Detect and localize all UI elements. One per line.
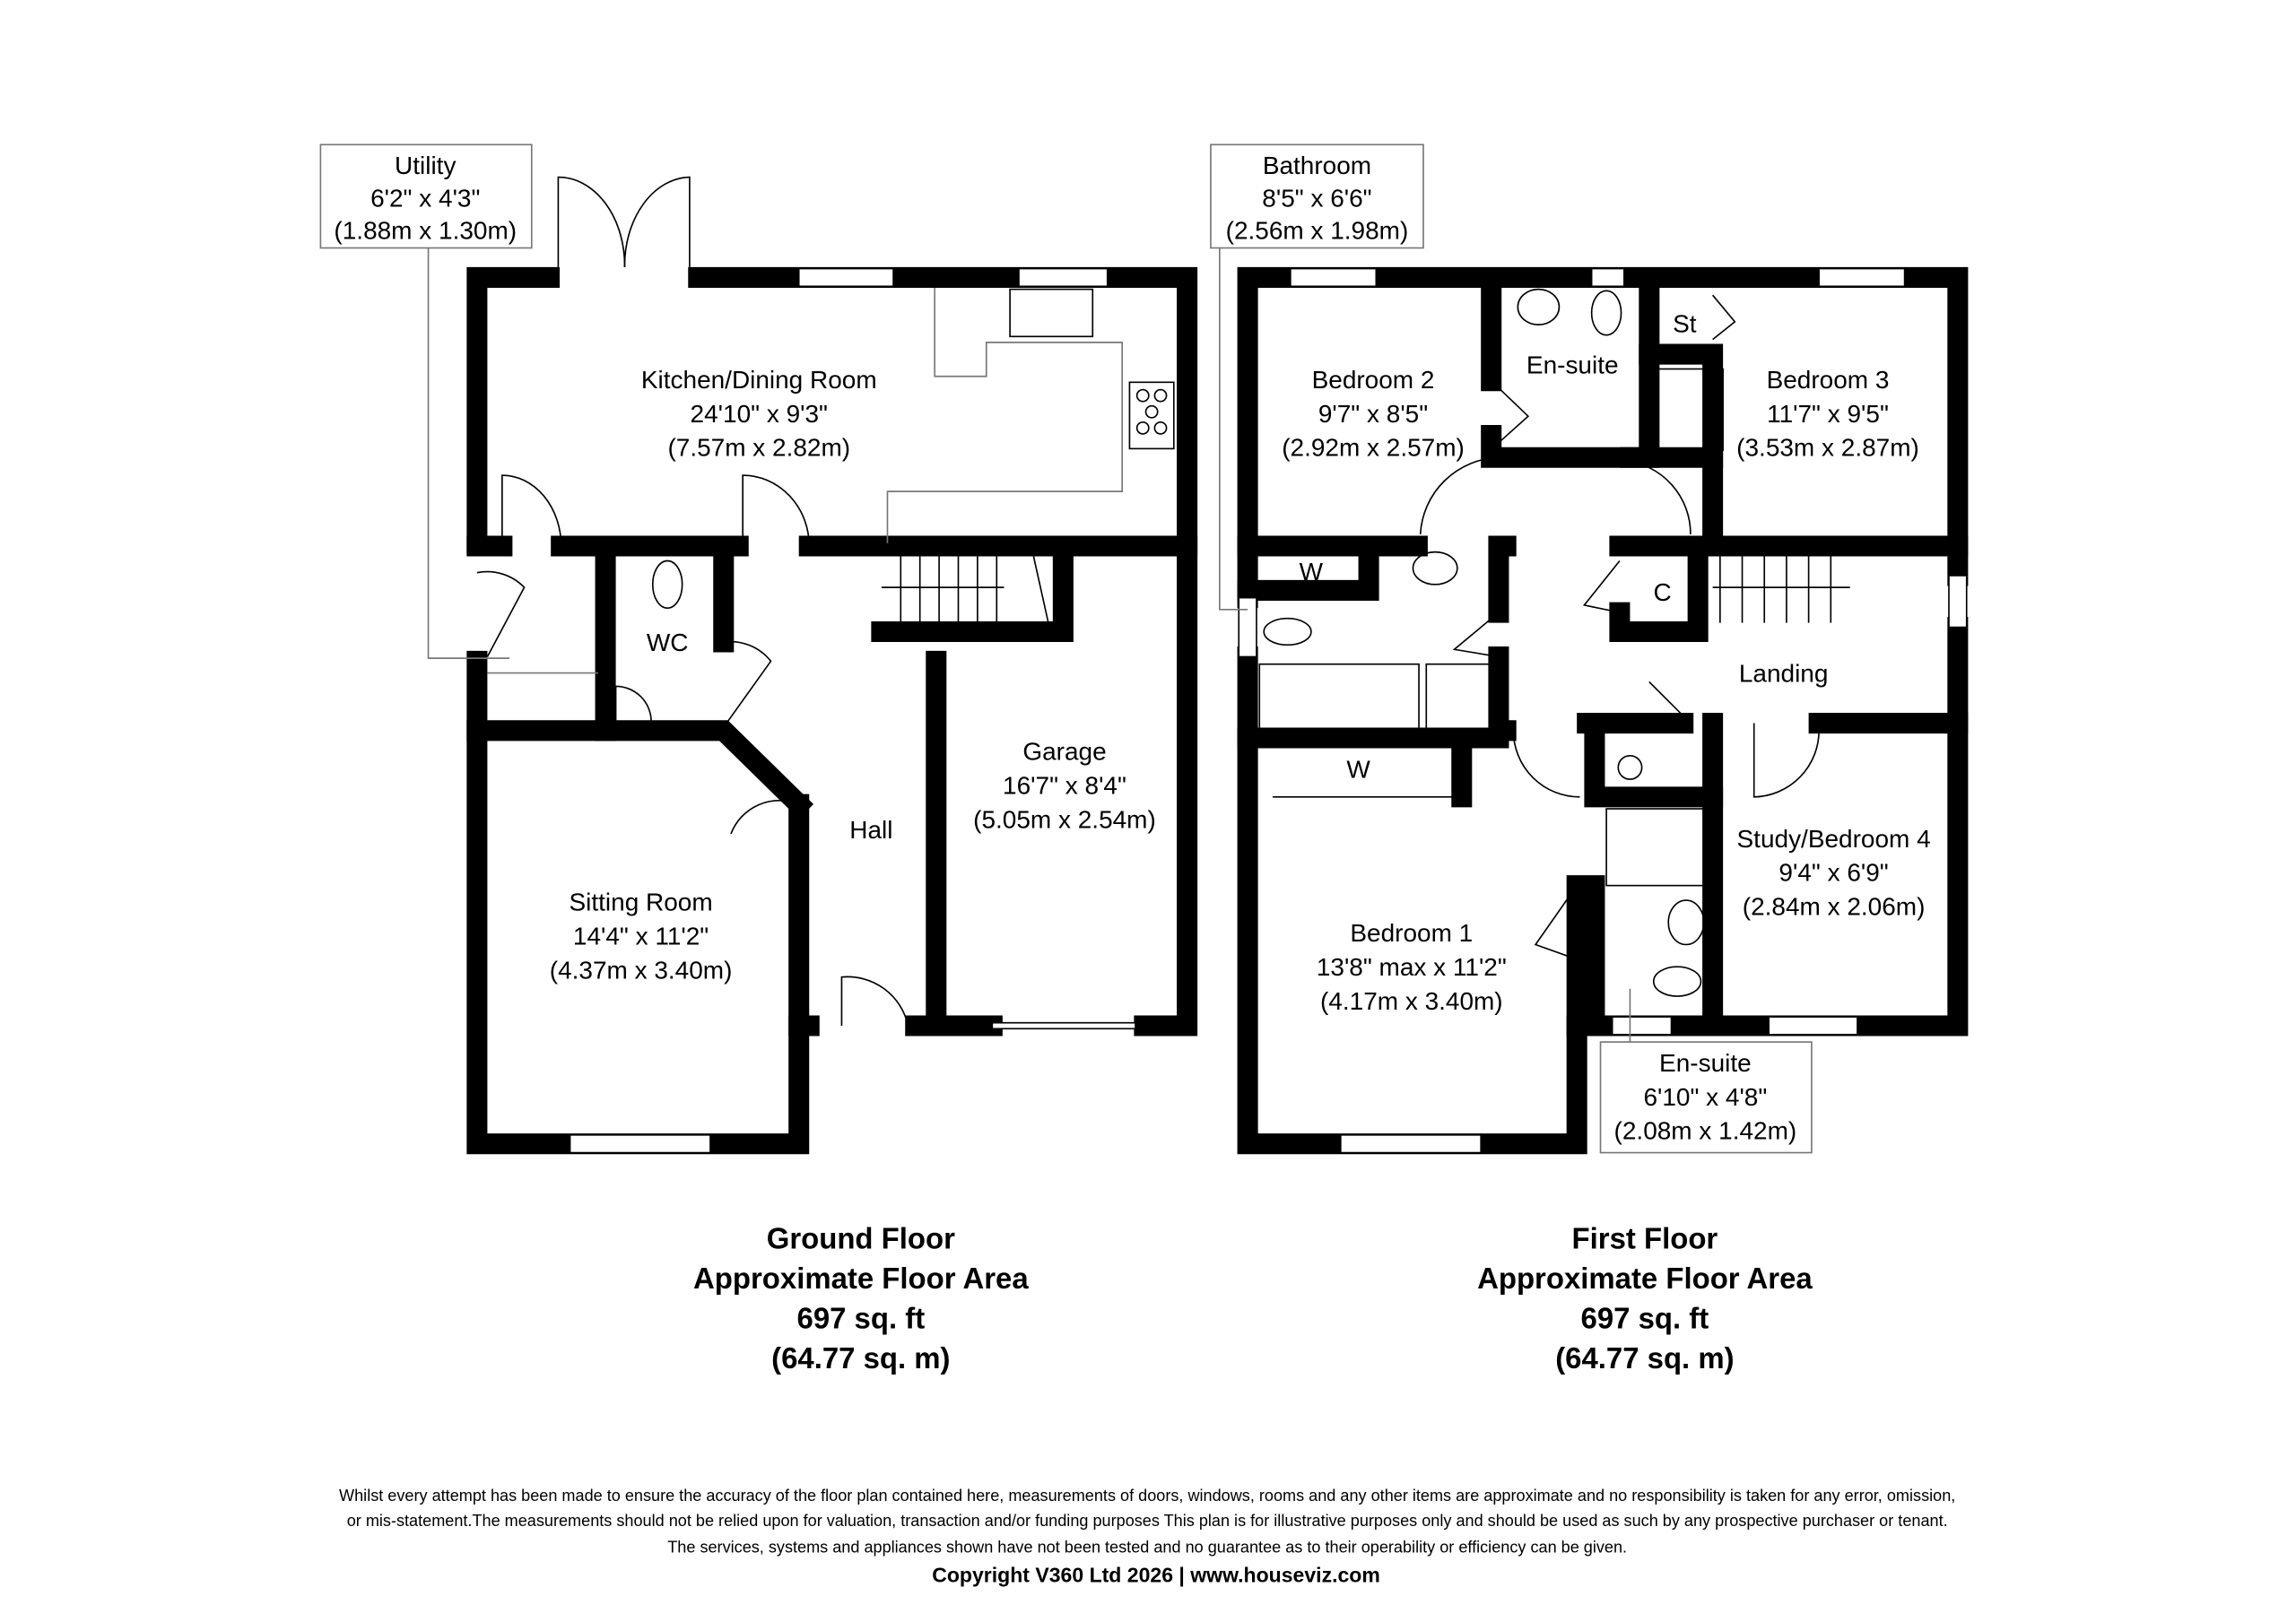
garage-door bbox=[991, 1021, 1136, 1030]
window bbox=[1018, 267, 1109, 288]
room-name: Bathroom bbox=[1263, 152, 1371, 179]
room-size-metric: (2.56m x 1.98m) bbox=[1226, 217, 1409, 245]
window bbox=[1768, 1016, 1858, 1036]
disclaimer-line-1: Whilst every attempt has been made to en… bbox=[339, 1487, 1955, 1505]
room-size-imperial: 14'4" x 11'2" bbox=[573, 922, 709, 950]
first-floor-summary: First Floor Approximate Floor Area 697 s… bbox=[1477, 1222, 1813, 1375]
window bbox=[1818, 267, 1906, 288]
room-size-imperial: 9'4" x 6'9" bbox=[1779, 859, 1888, 887]
room-size-metric: (2.84m x 2.06m) bbox=[1743, 893, 1926, 921]
room-size-imperial: 13'8" max x 11'2" bbox=[1317, 953, 1507, 981]
room-name: Sitting Room bbox=[570, 889, 713, 916]
room-size-imperial: 8'5" x 6'6" bbox=[1262, 184, 1371, 212]
disclaimer: Whilst every attempt has been made to en… bbox=[339, 1487, 1955, 1587]
ensuite-label-box: En-suite 6'10" x 4'8" (2.08m x 1.42m) bbox=[1599, 988, 1813, 1154]
wardrobe-label: W bbox=[1346, 755, 1370, 783]
kitchen-label: Kitchen/Dining Room 24'10" x 9'3" (7.57m… bbox=[641, 366, 877, 462]
first-floor-plan: Bathroom 8'5" x 6'6" (2.56m x 1.98m) Bed… bbox=[1210, 143, 1969, 1375]
wc-label: WC bbox=[647, 629, 689, 656]
floor-area-subtitle: Approximate Floor Area bbox=[1477, 1262, 1813, 1295]
floor-area-sqft: 697 sq. ft bbox=[797, 1301, 926, 1334]
copyright: Copyright V360 Ltd 2026 | www.houseviz.c… bbox=[932, 1564, 1380, 1587]
toilet-icon bbox=[1652, 966, 1702, 997]
room-size-imperial: 24'10" x 9'3" bbox=[691, 400, 828, 428]
stairs bbox=[881, 556, 1049, 623]
room-size-metric: (2.92m x 2.57m) bbox=[1282, 434, 1465, 462]
room-size-metric: (4.37m x 3.40m) bbox=[550, 956, 733, 984]
room-size-metric: (1.88m x 1.30m) bbox=[334, 217, 517, 245]
floor-area-sqm: (64.77 sq. m) bbox=[771, 1341, 950, 1375]
window bbox=[1290, 267, 1378, 288]
store-label: St bbox=[1673, 309, 1697, 337]
disclaimer-line-2: or mis-statement.The measurements should… bbox=[347, 1512, 1948, 1530]
sitting-room-label: Sitting Room 14'4" x 11'2" (4.37m x 3.40… bbox=[550, 889, 733, 984]
room-name: Bedroom 2 bbox=[1312, 366, 1435, 394]
toilet-icon bbox=[651, 559, 683, 609]
window bbox=[1238, 596, 1257, 658]
room-name: Bedroom 1 bbox=[1350, 919, 1473, 947]
window bbox=[1948, 575, 1968, 629]
room-size-imperial: 6'2" x 4'3" bbox=[370, 184, 480, 212]
stairs bbox=[1712, 556, 1850, 623]
window bbox=[1611, 1016, 1673, 1036]
wardrobe-label: W bbox=[1300, 558, 1324, 585]
room-size-imperial: 6'10" x 4'8" bbox=[1643, 1083, 1767, 1111]
utility-label-box: Utility 6'2" x 4'3" (1.88m x 1.30m) bbox=[319, 143, 533, 249]
floor-area-sqm: (64.77 sq. m) bbox=[1555, 1341, 1734, 1375]
floor-title: Ground Floor bbox=[767, 1222, 955, 1255]
floor-area-subtitle: Approximate Floor Area bbox=[693, 1262, 1029, 1295]
doors bbox=[1273, 294, 1820, 960]
cupboard-label: C bbox=[1654, 578, 1672, 606]
room-name: Garage bbox=[1022, 738, 1106, 766]
room-size-imperial: 11'7" x 9'5" bbox=[1767, 400, 1889, 428]
window bbox=[797, 267, 894, 288]
room-size-metric: (4.17m x 3.40m) bbox=[1320, 987, 1503, 1015]
basin-icon bbox=[1517, 288, 1561, 325]
disclaimer-line-3: The services, systems and appliances sho… bbox=[667, 1539, 1627, 1557]
ground-floor-walls bbox=[466, 266, 1198, 1155]
room-name: Kitchen/Dining Room bbox=[641, 366, 877, 394]
ensuite-label: En-suite bbox=[1526, 351, 1619, 378]
landing-label: Landing bbox=[1739, 659, 1829, 687]
toilet-icon bbox=[1590, 290, 1622, 336]
shower-icon bbox=[1605, 808, 1708, 887]
floor-title: First Floor bbox=[1572, 1222, 1718, 1255]
basin-icon bbox=[1667, 899, 1705, 946]
toilet-icon bbox=[1263, 617, 1312, 646]
bathroom-label-box: Bathroom 8'5" x 6'6" (2.56m x 1.98m) bbox=[1210, 143, 1424, 249]
room-name: Utility bbox=[395, 152, 456, 179]
room-size-metric: (5.05m x 2.54m) bbox=[973, 805, 1156, 833]
doors bbox=[476, 176, 909, 1027]
cylinder-icon bbox=[1617, 754, 1643, 780]
room-size-imperial: 9'7" x 8'5" bbox=[1318, 400, 1428, 428]
room-name: Bedroom 3 bbox=[1767, 366, 1890, 394]
basin-icon bbox=[614, 685, 652, 723]
kitchen-units bbox=[886, 287, 1175, 543]
basin-icon bbox=[1412, 551, 1458, 585]
bedroom3-label: Bedroom 3 11'7" x 9'5" (3.53m x 2.87m) bbox=[1736, 366, 1919, 462]
bath-icon bbox=[1258, 663, 1420, 732]
room-size-metric: (7.57m x 2.82m) bbox=[667, 434, 850, 462]
room-name: En-suite bbox=[1659, 1049, 1752, 1077]
study-label: Study/Bedroom 4 9'4" x 6'9" (2.84m x 2.0… bbox=[1737, 825, 1931, 921]
bedroom1-label: Bedroom 1 13'8" max x 11'2" (4.17m x 3.4… bbox=[1317, 919, 1507, 1015]
shower-icon bbox=[1648, 368, 1724, 451]
ground-floor-plan: Utility 6'2" x 4'3" (1.88m x 1.30m) Kitc… bbox=[319, 143, 1198, 1375]
ground-floor-summary: Ground Floor Approximate Floor Area 697 … bbox=[693, 1222, 1029, 1375]
garage-label: Garage 16'7" x 8'4" (5.05m x 2.54m) bbox=[973, 738, 1156, 834]
window bbox=[569, 1133, 711, 1154]
floor-area-sqft: 697 sq. ft bbox=[1581, 1301, 1709, 1334]
shower-icon bbox=[1425, 663, 1492, 732]
fixtures bbox=[1258, 288, 1850, 997]
room-size-imperial: 16'7" x 8'4" bbox=[1003, 772, 1126, 800]
window bbox=[1590, 267, 1625, 288]
bedroom2-label: Bedroom 2 9'7" x 8'5" (2.92m x 2.57m) bbox=[1282, 366, 1465, 462]
room-size-metric: (3.53m x 2.87m) bbox=[1736, 434, 1919, 462]
hall-label: Hall bbox=[849, 816, 892, 844]
window bbox=[1339, 1133, 1483, 1154]
room-name: Study/Bedroom 4 bbox=[1737, 825, 1931, 853]
room-size-metric: (2.08m x 1.42m) bbox=[1614, 1117, 1797, 1145]
